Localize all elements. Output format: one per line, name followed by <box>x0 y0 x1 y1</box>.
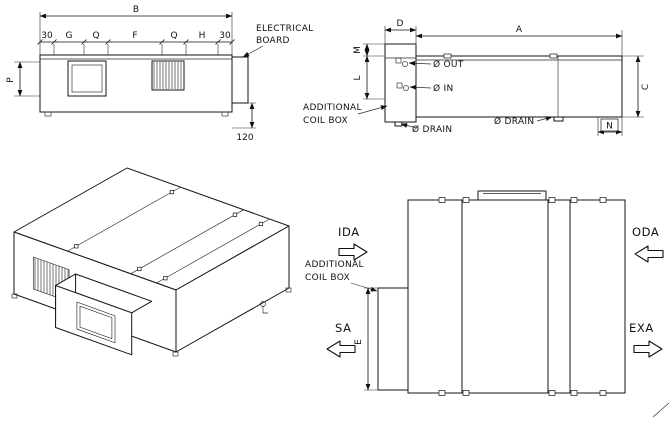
coil-box-callout-plan: ADDITIONAL COIL BOX <box>305 260 378 292</box>
dimension-n: N <box>597 117 623 136</box>
plan-clips-bottom <box>438 390 607 396</box>
coil-box-leader-line <box>357 105 388 115</box>
drain-fitting-left <box>394 121 403 127</box>
top-duct-connection <box>477 190 547 201</box>
unit-body-plan <box>407 199 626 394</box>
coil-box-plan-leader-line <box>350 282 378 292</box>
dimension-segments: 30 G Q F Q H 30 <box>37 31 235 55</box>
electrical-board-callout: ELECTRICAL BOARD <box>242 24 314 58</box>
iso-drain-fitting <box>260 301 268 314</box>
dim-label-q-left: Q <box>92 31 99 41</box>
dim-label-q-right: Q <box>170 31 177 41</box>
iso-panel-seams <box>67 186 270 284</box>
sa-label: SA <box>335 321 352 335</box>
ida-arrow-icon <box>338 243 368 261</box>
in-label: Ø IN <box>433 83 454 94</box>
sa-flow: SA <box>326 321 356 358</box>
coil-box-callout-side: ADDITIONAL COIL BOX <box>303 103 388 126</box>
dim-label-m: M <box>353 46 363 54</box>
plan-section-lines <box>461 200 571 393</box>
unit-feet <box>44 111 229 117</box>
electrical-board-label-line1: ELECTRICAL <box>256 24 314 34</box>
electrical-board-leader-line <box>242 45 264 58</box>
dim-label-h: H <box>199 31 206 41</box>
in-connection <box>403 85 409 91</box>
front-view: B 30 G Q F Q H 30 P 120 ELE <box>6 5 314 143</box>
iso-panel-clips <box>74 189 264 281</box>
dimension-120: 120 <box>232 102 256 143</box>
drain-callout-right: Ø DRAIN <box>494 116 553 127</box>
drain-label-left: Ø DRAIN <box>412 124 452 135</box>
dim-label-d: D <box>397 19 404 29</box>
dim-label-c: C <box>641 84 651 90</box>
dim-label-l: L <box>353 75 363 80</box>
dimension-l: L <box>353 55 385 100</box>
dim-label-e: E <box>354 339 364 345</box>
iso-door-window <box>76 301 116 344</box>
dim-label-30-right: 30 <box>219 31 231 41</box>
out-label: Ø OUT <box>433 59 464 70</box>
plan-view: E IDA ODA SA EXA ADDITIONAL COIL BOX <box>305 190 664 396</box>
unit-body <box>39 54 233 113</box>
out-callout: Ø OUT <box>408 59 464 70</box>
oda-arrow-icon <box>634 245 664 263</box>
plan-clips-top <box>438 197 607 203</box>
exa-flow: EXA <box>629 321 663 358</box>
air-grille <box>151 60 185 91</box>
isometric-view <box>11 167 292 357</box>
oda-label: ODA <box>632 225 659 239</box>
out-leader-line <box>408 60 432 66</box>
coil-box-label-line1: ADDITIONAL <box>303 103 362 113</box>
dimension-c: C <box>622 55 651 118</box>
drain-leader-left <box>400 123 418 129</box>
iso-feet <box>11 287 292 357</box>
drain-leader-right <box>536 116 553 122</box>
dim-label-120: 120 <box>236 133 253 143</box>
side-view: D A M L C N Ø OUT <box>303 19 651 136</box>
coil-box-label-line2: COIL BOX <box>303 116 348 126</box>
out-connection <box>402 61 408 67</box>
coil-box-plan-label-line1: ADDITIONAL <box>305 260 364 270</box>
electrical-board-box <box>231 56 249 104</box>
iso-door-box <box>55 273 153 356</box>
sa-arrow-icon <box>326 340 356 358</box>
drain-fitting-right <box>553 116 564 122</box>
dimension-d: D <box>384 19 417 44</box>
corner-mark <box>652 402 670 418</box>
dim-label-f: F <box>132 31 137 41</box>
dim-label-b: B <box>133 5 139 15</box>
dimension-b: B <box>39 5 233 55</box>
access-door <box>67 60 107 97</box>
drain-label-right: Ø DRAIN <box>494 116 534 127</box>
dim-label-p: P <box>6 77 16 83</box>
drain-callout-left: Ø DRAIN <box>400 123 452 135</box>
in-leader-line <box>409 84 432 90</box>
in-callout: Ø IN <box>409 83 454 94</box>
dimension-m: M <box>353 43 385 57</box>
electrical-board-label-line2: BOARD <box>256 36 290 46</box>
dimension-p: P <box>6 61 40 97</box>
dim-label-g: G <box>66 31 73 41</box>
pipe-fittings <box>394 57 564 127</box>
exa-label: EXA <box>629 321 654 335</box>
oda-flow: ODA <box>632 225 664 263</box>
dim-label-n: N <box>606 122 613 132</box>
dimension-a: A <box>415 25 623 56</box>
panel-clips <box>443 53 558 59</box>
ida-flow: IDA <box>338 225 368 261</box>
ida-label: IDA <box>338 225 360 239</box>
exa-arrow-icon <box>633 340 663 358</box>
dim-label-30-left: 30 <box>41 31 53 41</box>
coil-box-plan <box>377 287 409 391</box>
dimension-e: E <box>354 287 378 391</box>
coil-box-plan-label-line2: COIL BOX <box>305 273 350 283</box>
dim-label-a: A <box>516 25 523 35</box>
